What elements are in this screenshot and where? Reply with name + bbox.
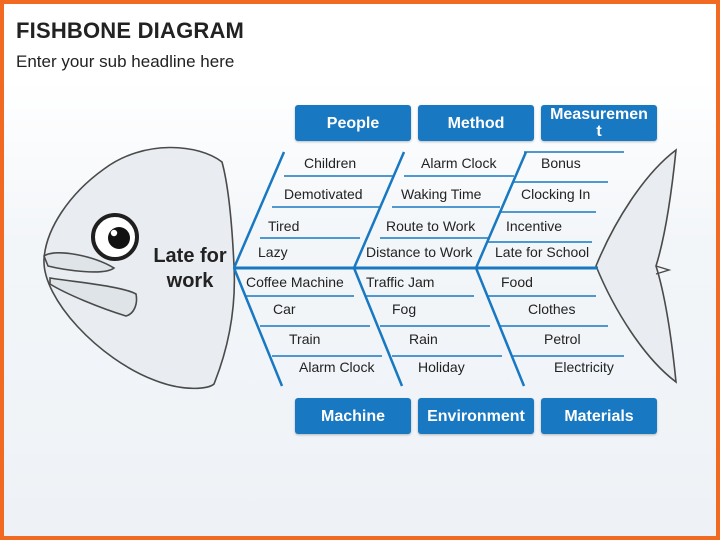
fish-eye-highlight [110, 229, 118, 237]
cause-label: Traffic Jam [366, 274, 435, 290]
rib-environment [352, 267, 404, 387]
cause-label: Waking Time [401, 186, 482, 202]
fish-lower-lip [49, 277, 138, 317]
cause-label: Fog [392, 301, 417, 317]
cause-label: Electricity [554, 359, 614, 375]
fish-pupil [108, 227, 130, 249]
fish-tail-notch [655, 265, 672, 275]
cause-label: Bonus [541, 155, 581, 171]
cause-label: Lazy [258, 244, 288, 260]
cause-label: Clothes [528, 301, 576, 317]
rib-people [232, 151, 286, 269]
cause-label: Children [304, 155, 357, 171]
effect-label: Late for work [153, 245, 227, 292]
cause-label: Route to Work [386, 218, 476, 234]
rib-measurement [474, 151, 528, 269]
fish-upper-lip [43, 252, 116, 273]
rib-method [352, 151, 406, 269]
category-machine: Machine [295, 398, 411, 434]
cause-label: Tired [268, 218, 300, 234]
cause-label: Coffee Machine [246, 274, 344, 290]
rib-materials [474, 267, 526, 387]
cause-label: Petrol [544, 331, 581, 347]
category-method: Method [418, 105, 534, 141]
cause-label: Holiday [418, 359, 465, 375]
fish-tail [595, 148, 677, 384]
page-subtitle: Enter your sub headline here [16, 52, 235, 71]
cause-label: Car [273, 301, 296, 317]
cause-label: Distance to Work [366, 244, 473, 260]
category-materials: Materials [541, 398, 657, 434]
cause-label: Alarm Clock [299, 359, 375, 375]
cause-label: Demotivated [284, 186, 363, 202]
cause-label: Late for School [495, 244, 590, 260]
category-measurement: Measurement [541, 105, 657, 141]
cause-label: Incentive [506, 218, 563, 234]
cause-label: Food [501, 274, 533, 290]
cause-label: Clocking In [521, 186, 591, 202]
page-title: FISHBONE DIAGRAM [16, 18, 245, 43]
rib-machine [232, 267, 284, 387]
cause-label: Rain [409, 331, 438, 347]
category-people: People [295, 105, 411, 141]
cause-label: Alarm Clock [421, 155, 497, 171]
fishbone-diagram [43, 146, 677, 390]
cause-label: Train [289, 331, 321, 347]
category-environment: Environment [418, 398, 534, 434]
